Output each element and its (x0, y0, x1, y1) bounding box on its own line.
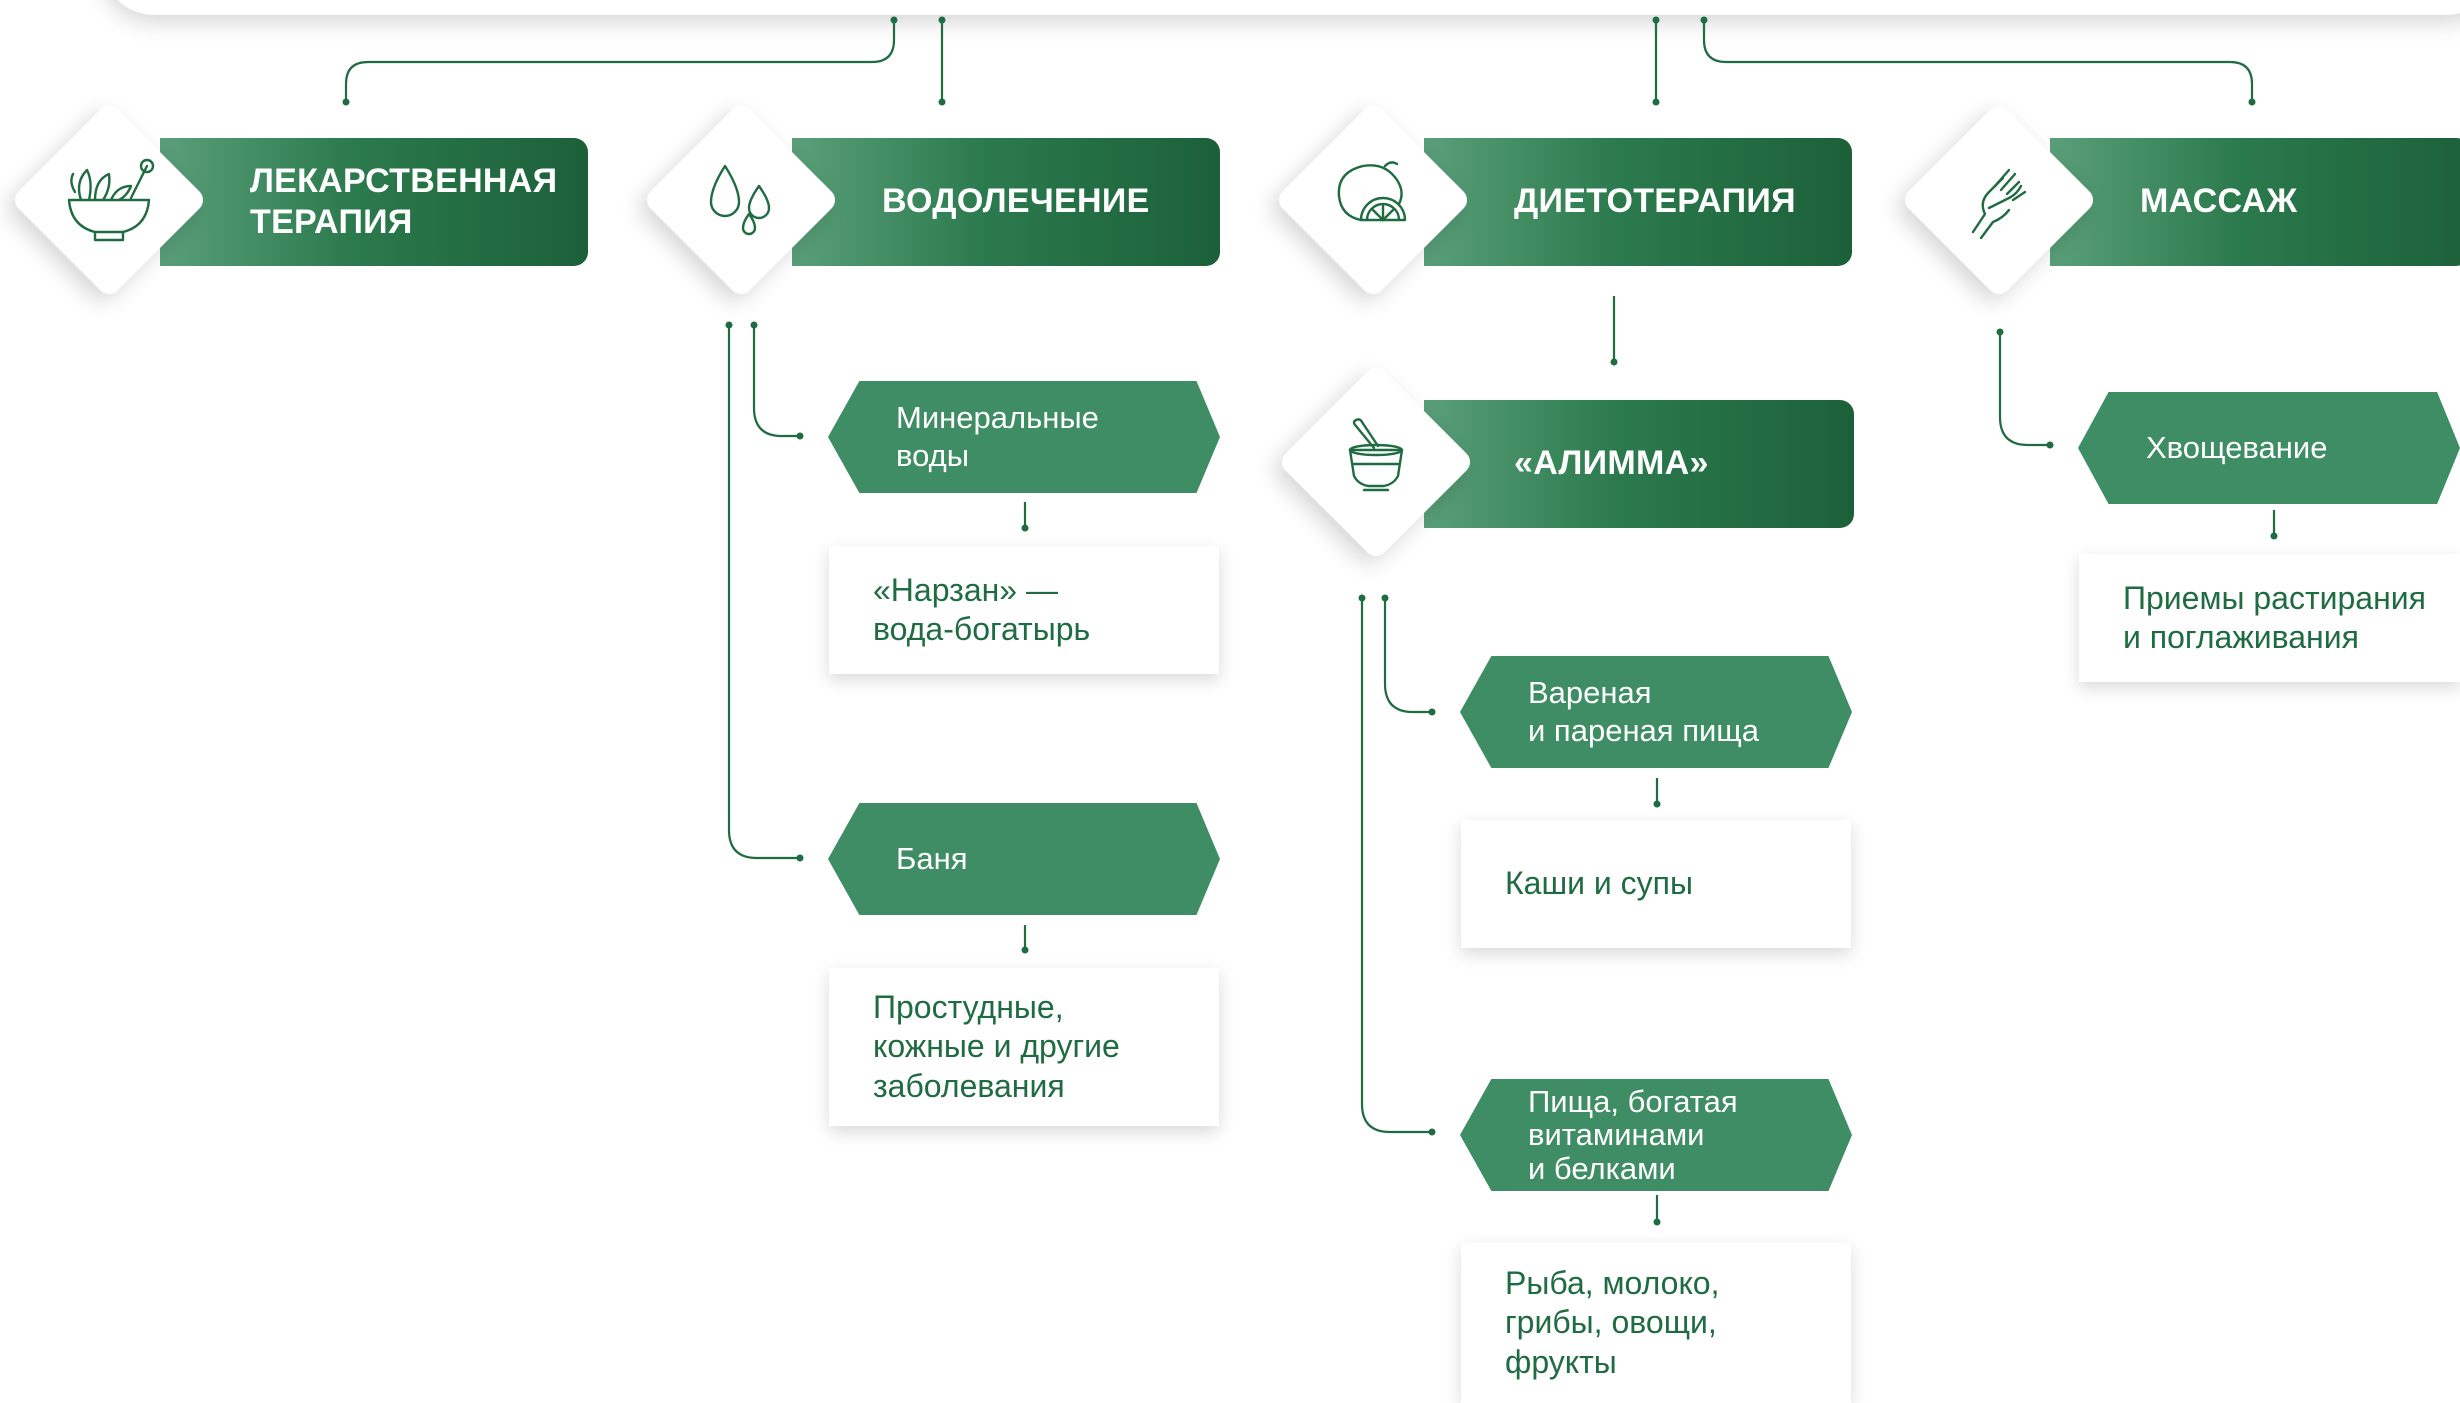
category-header-bar: ЛЕКАРСТВЕННАЯ ТЕРАПИЯ (160, 138, 588, 266)
category-label: МАССАЖ (2140, 182, 2298, 221)
alimma-label: «АЛИММА» (1514, 444, 1709, 483)
massage-item-khvoshchevanie: Хвощевание (2078, 392, 2460, 504)
water-detail-diseases: Простудные, кожные и другие заболевания (829, 968, 1219, 1126)
item-title: Минеральные воды (896, 399, 1099, 473)
item-detail: Рыба, молоко, грибы, овощи, фрукты (1505, 1264, 1720, 1380)
category-header-bar: ВОДОЛЕЧЕНИЕ (792, 138, 1220, 266)
category-label: ДИЕТОТЕРАПИЯ (1514, 182, 1796, 221)
category-header-bar: МАССАЖ (2050, 138, 2460, 266)
item-title: Хвощевание (2146, 429, 2328, 465)
water-item-bath: Баня (828, 803, 1220, 915)
item-detail: «Нарзан» — вода-богатырь (873, 571, 1091, 647)
diet-item-boiled-food: Вареная и пареная пища (1460, 656, 1852, 768)
category-label: ЛЕКАРСТВЕННАЯ ТЕРАПИЯ (250, 161, 558, 241)
mortar-pestle-icon (1328, 414, 1424, 510)
alimma-header-bar: «АЛИММА» (1424, 400, 1854, 528)
item-detail: Приемы растирания и поглаживания (2123, 579, 2426, 655)
item-detail: Простудные, кожные и другие заболевания (873, 988, 1120, 1104)
item-title: Пища, богатая витаминами и белками (1528, 1084, 1738, 1186)
mortar-herbs-icon (61, 152, 157, 248)
water-drops-icon (693, 152, 789, 248)
water-item-mineral-waters: Минеральные воды (828, 381, 1220, 493)
category-header-bar: ДИЕТОТЕРАПИЯ (1424, 138, 1852, 266)
item-title: Баня (896, 840, 968, 876)
water-detail-narzan: «Нарзан» — вода-богатырь (829, 546, 1219, 674)
item-title: Вареная и пареная пища (1528, 674, 1760, 748)
category-label: ВОДОЛЕЧЕНИЕ (882, 182, 1150, 221)
top-panel-shadow (100, 0, 2460, 15)
massage-detail-rubbing: Приемы растирания и поглаживания (2079, 554, 2460, 682)
diet-detail-porridge: Каши и супы (1461, 820, 1851, 948)
diet-detail-fish-milk: Рыба, молоко, грибы, овощи, фрукты (1461, 1243, 1851, 1403)
diet-item-vitamin-food: Пища, богатая витаминами и белками (1460, 1079, 1852, 1191)
lemon-icon (1325, 152, 1421, 248)
massage-hands-icon (1951, 152, 2047, 248)
item-detail: Каши и супы (1505, 865, 1693, 902)
